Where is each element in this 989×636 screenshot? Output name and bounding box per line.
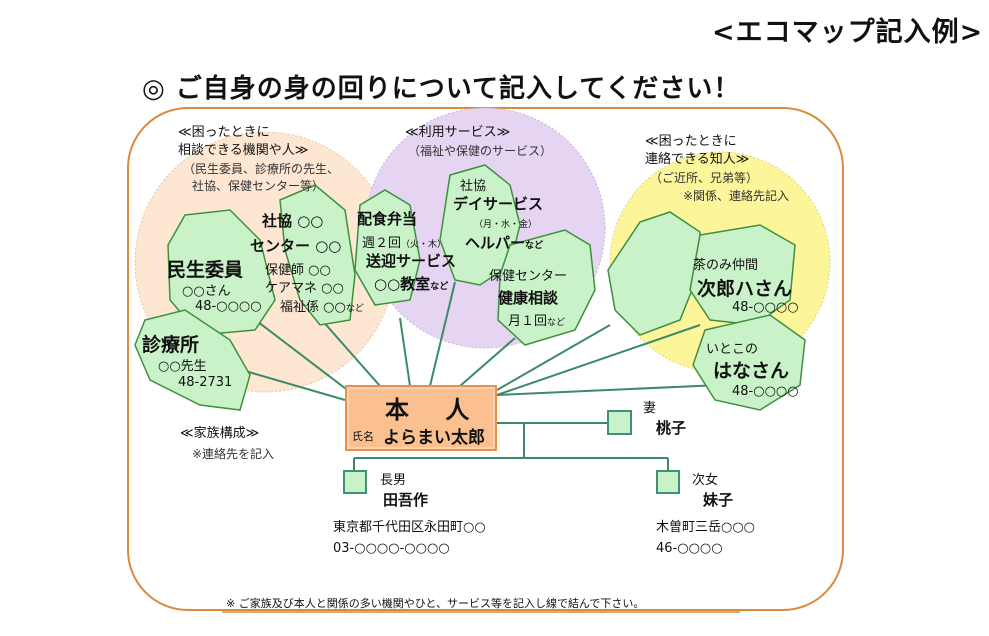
hana-phone: 48-○○○○ [732, 384, 799, 399]
friends-heading-1: ≪困ったときに [645, 134, 737, 149]
clinic-node-shape [134, 309, 251, 411]
hana-relation: いとこの [706, 342, 759, 357]
jiro-node-shape [689, 224, 796, 326]
hana-node-shape [692, 314, 806, 411]
son-name: 田吾作 [383, 491, 429, 509]
jiro-name-text: 次郎ハさん [697, 278, 793, 300]
wife-relation: 妻 [643, 401, 657, 416]
health-title: 健康相談 [498, 289, 559, 307]
daughter-address: 木曽町三岳○○○ [656, 520, 756, 535]
page-title: ◎ ご自身の身の回りについて記入してください！ [142, 68, 740, 105]
clinic-phone: 48-2731 [178, 375, 233, 390]
page-title-text: ご自身の身の回りについて記入してください！ [175, 74, 741, 104]
services-heading: ≪利用サービス≫ [405, 125, 511, 140]
dayservice-days: （月・水・金） [474, 220, 538, 230]
family-heading: ≪家族構成≫ [180, 426, 260, 441]
dayservice-helper: ヘルパーなど [465, 234, 544, 252]
person-name: よらまい太郎 [383, 428, 485, 448]
son-relation: 長男 [380, 473, 407, 488]
person-title: 本 人 [385, 396, 484, 424]
dayservice-org: 社協 [460, 179, 487, 194]
daughter-phone: 46-○○○○ [656, 541, 723, 556]
connection-lines [227, 281, 721, 472]
daughter-square [656, 470, 680, 494]
minsei-name: ○○さん [182, 284, 231, 299]
consult-heading-2: 相談できる機関や人≫ [178, 143, 309, 158]
jiro-relation: 茶のみ仲間 [693, 258, 759, 273]
meal-line-3: 送迎サービス [366, 252, 457, 270]
jiro-phone: 48-○○○○ [732, 300, 799, 315]
person-box [345, 385, 497, 451]
daughter-name: 妹子 [703, 491, 734, 509]
meal-line-1: 配食弁当 [357, 210, 418, 228]
minsei-node-shape [167, 209, 276, 336]
wife-square [607, 410, 632, 435]
health-org: 保健センター [489, 269, 568, 284]
dayservice-title: デイサービス [453, 195, 544, 213]
shakyo-node-shape [279, 184, 356, 326]
meal-line-4: ○○教室など [374, 275, 449, 293]
minsei-title: 民生委員 [167, 259, 244, 281]
son-address: 東京都千代田区永田町○○ [333, 520, 486, 535]
health-freq: 月１回など [508, 314, 566, 329]
shakyo-line-3: 保健師 ○○ [265, 263, 331, 278]
shakyo-line-1: 社協 ○○ [262, 212, 324, 230]
meal-node-shape [354, 189, 421, 306]
consult-note-2: 社協、保健センター等） [192, 179, 325, 193]
son-phone: 03-○○○○-○○○○ [333, 541, 450, 556]
page-tag: <エコマップ記入例> [712, 17, 984, 48]
wife-name: 桃子 [656, 419, 687, 437]
health-node-shape [497, 229, 596, 346]
friends-heading-2: 連絡できる知人≫ [645, 152, 750, 167]
friends-note: （ご近所、兄弟等） [650, 171, 759, 185]
double-circle-icon: ◎ [142, 74, 166, 104]
person-name-label: 氏名 [352, 430, 374, 443]
hana-name: はなさん [713, 360, 790, 382]
family-note: ※連絡先を記入 [192, 447, 275, 461]
consult-note-1: （民生委員、診療所の先生、 [183, 162, 340, 176]
meal-line-2: 週２回（火・木） [362, 236, 447, 251]
shakyo-line-4: ケアマネ ○○ [265, 281, 344, 296]
clinic-title: 診療所 [142, 334, 200, 356]
shakyo-line-5: 福祉係 ○○など [280, 300, 364, 315]
footer-note: ※ ご家族及び本人と関係の多い機関やひと、サービス等を記入し線で結んで下さい。 [226, 597, 645, 610]
shakyo-line-2: センター ○○ [250, 237, 342, 255]
consult-heading-1: ≪困ったときに [178, 125, 270, 140]
services-note: （福祉や保健のサービス） [408, 144, 553, 158]
friend-blank-node-shape [607, 211, 701, 336]
friends-note-2: ※関係、連絡先記入 [683, 189, 790, 203]
son-square [343, 470, 367, 494]
clinic-name: ○○先生 [158, 359, 207, 374]
minsei-phone: 48-○○○○ [195, 299, 262, 314]
daughter-relation: 次女 [692, 473, 719, 488]
